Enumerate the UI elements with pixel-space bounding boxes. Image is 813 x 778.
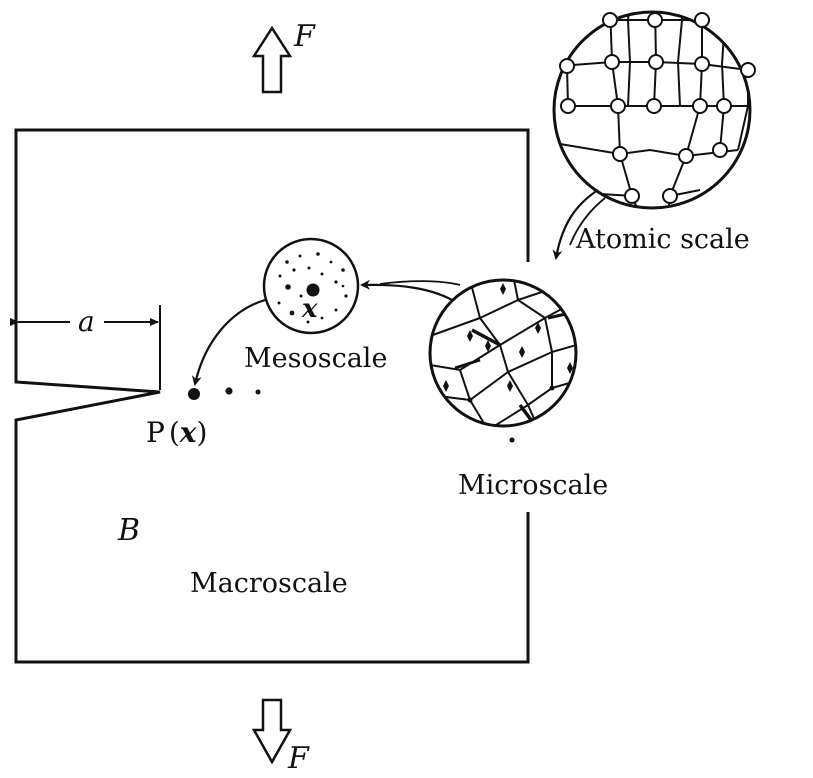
atomic-scale-label: Atomic scale — [575, 224, 750, 255]
force-label-bottom: F — [287, 741, 310, 776]
force-label-top: F — [293, 19, 316, 54]
arrow-micro-to-meso-secondary — [379, 280, 461, 286]
mesoscale-label: Mesoscale — [244, 343, 387, 374]
trail-dot — [255, 389, 261, 395]
macroscale-label: Macroscale — [190, 568, 348, 599]
trail-dot — [225, 387, 233, 395]
specimen-outline — [14, 128, 530, 664]
arrow-micro-to-meso — [360, 279, 453, 301]
point-label: P(x) — [146, 416, 207, 449]
body-label: B — [117, 513, 140, 548]
atomic-inset — [552, 10, 756, 210]
mesoscale-inset — [262, 237, 360, 335]
arrow-atomic-to-micro-secondary — [569, 197, 606, 246]
force-arrow-up-icon — [251, 25, 293, 94]
point-p-marker — [188, 388, 200, 400]
arrow-meso-to-point — [191, 298, 266, 386]
meso-point-label: x — [301, 294, 318, 324]
crack-length-label: a — [78, 305, 95, 338]
arrow-atomic-to-micro — [552, 189, 599, 260]
microscale-label: Microscale — [458, 470, 608, 501]
force-arrow-down-icon — [251, 698, 293, 765]
microscale-inset — [428, 278, 578, 443]
